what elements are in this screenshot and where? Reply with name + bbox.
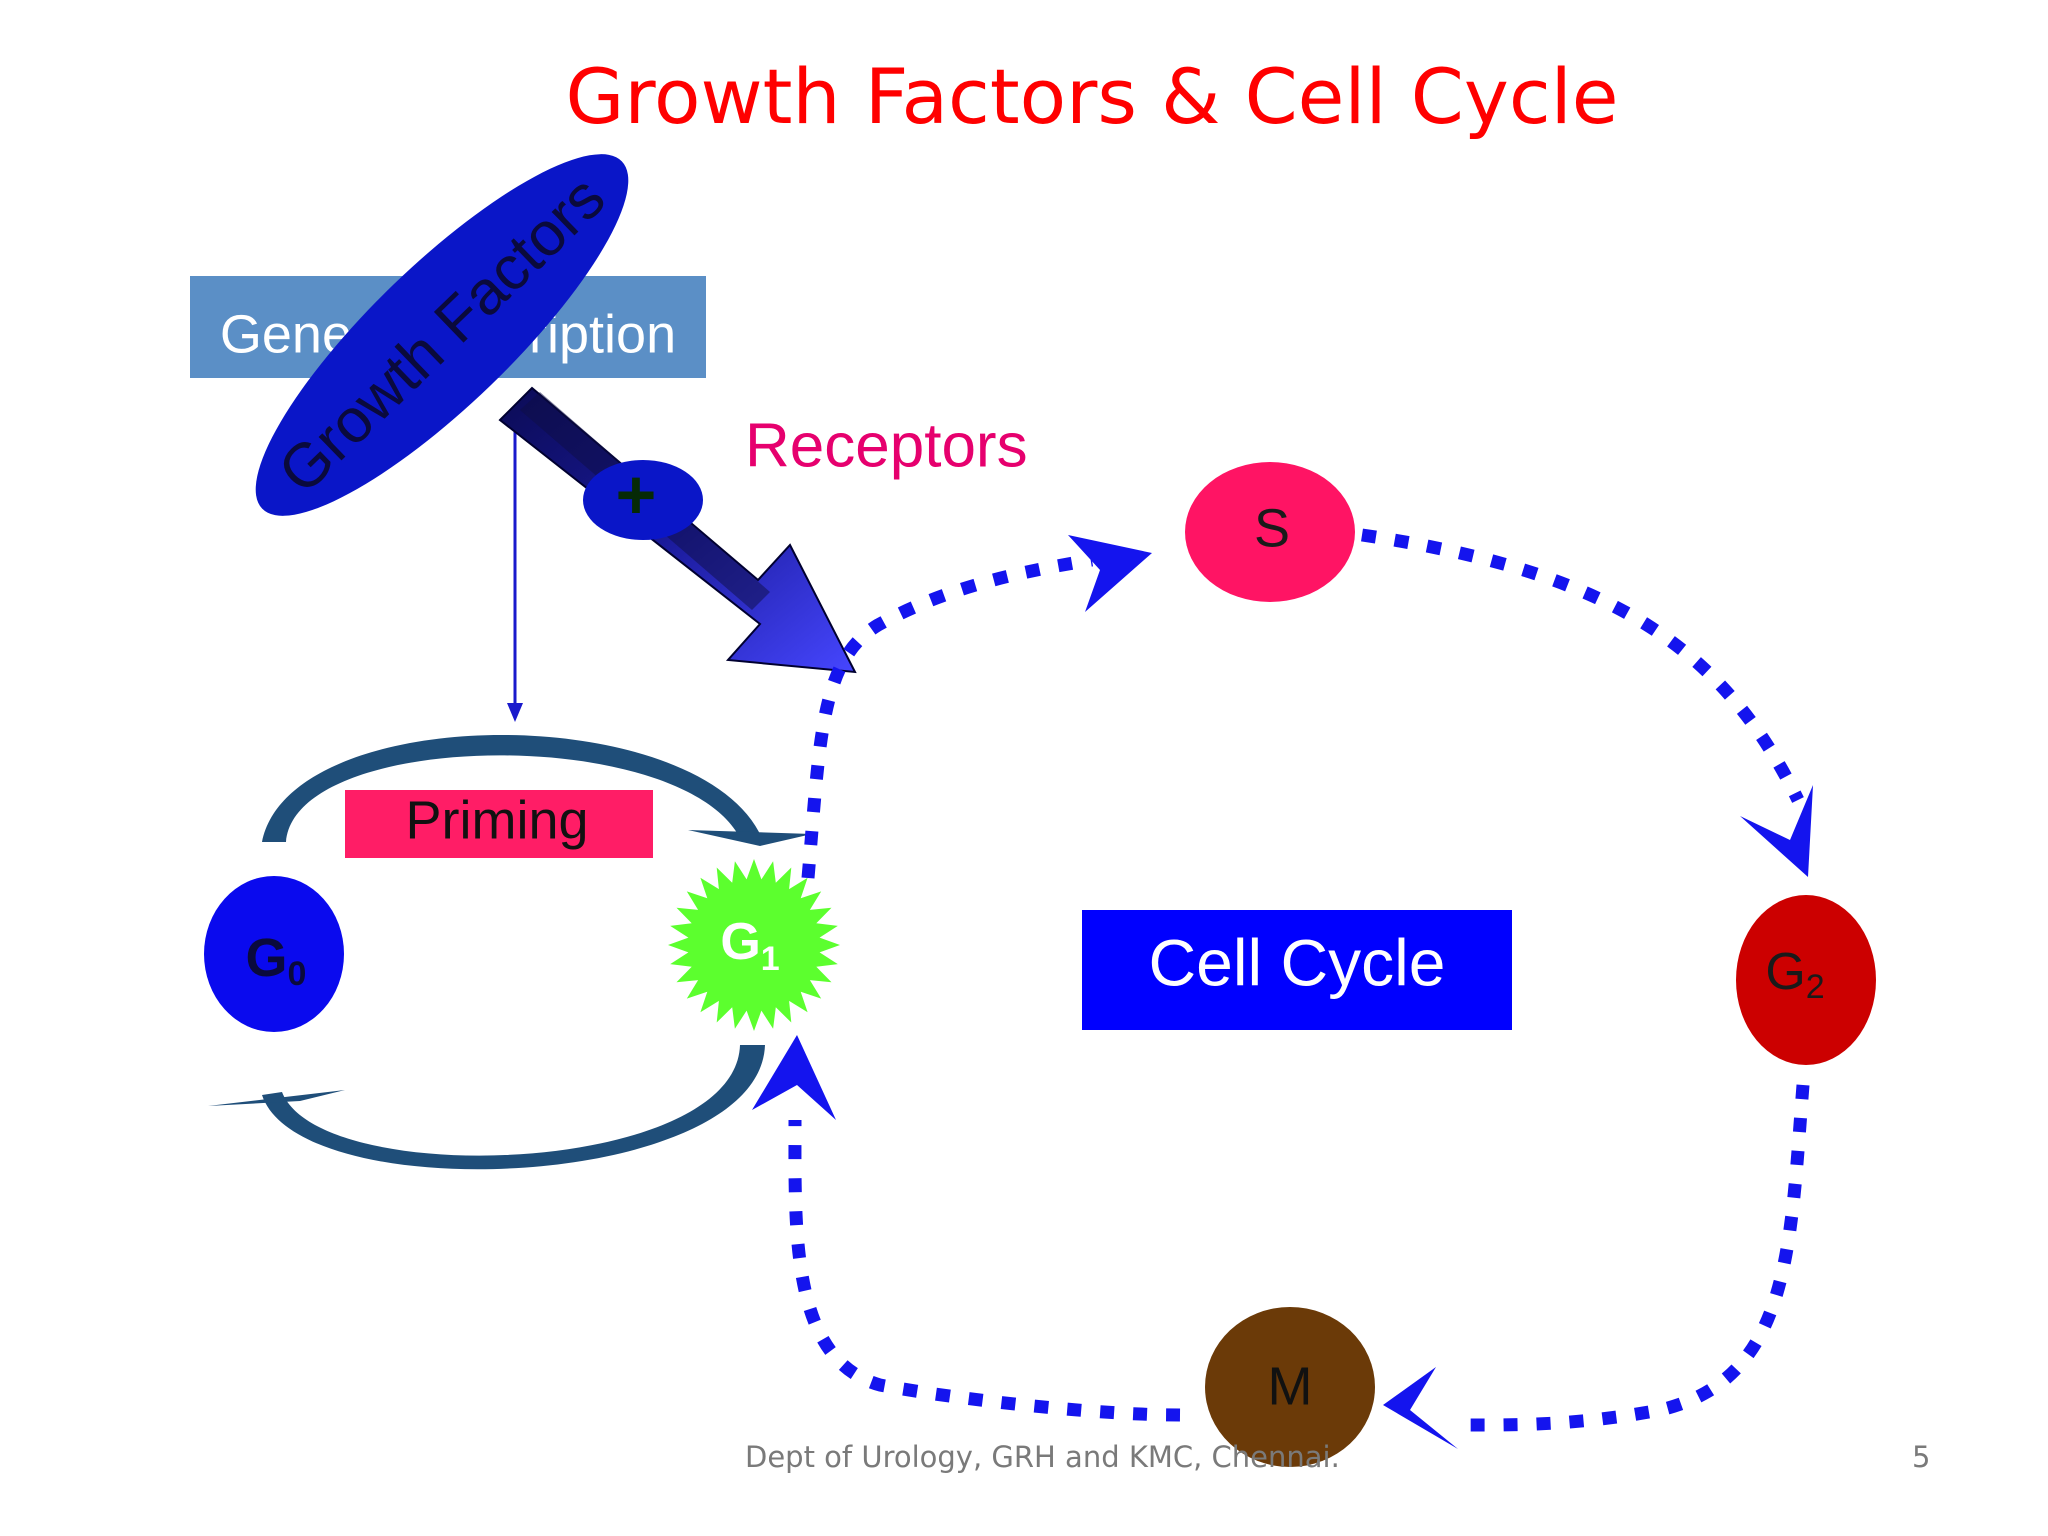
plus-symbol: +	[616, 455, 657, 533]
g2-letter: G	[1765, 943, 1805, 1001]
m-letter: M	[1268, 1356, 1313, 1416]
phase-g0: G0	[204, 876, 344, 1032]
g0-to-g1-curved-arrow	[262, 734, 812, 846]
g1-to-s-dotted-path	[801, 553, 1094, 879]
svg-text:G1: G1	[720, 913, 779, 978]
cycle-dotted-paths	[788, 528, 1810, 1432]
plus-ellipse	[583, 460, 703, 540]
arrowhead-to-m	[1383, 1367, 1458, 1449]
phase-g2: G2	[1736, 895, 1876, 1065]
phase-s: S	[1185, 462, 1355, 602]
g2-subscript: 2	[1806, 968, 1825, 1006]
slide-footer: Dept of Urology, GRH and KMC, Chennai.	[745, 1440, 1340, 1474]
g1-to-g0-curved-arrow	[208, 1045, 765, 1170]
transcription-arrow	[507, 425, 523, 722]
svg-text:G0: G0	[246, 928, 307, 993]
svg-text:G2: G2	[1765, 943, 1824, 1006]
cell-cycle-box	[1082, 910, 1512, 1030]
s-to-g2-dotted-path	[1361, 528, 1804, 803]
phase-g1: G1	[668, 859, 840, 1031]
arrowhead-to-s	[1068, 535, 1152, 612]
g1-letter: G	[720, 913, 760, 971]
m-to-g1-dotted-path	[788, 1119, 1181, 1422]
g2-to-m-dotted-path	[1469, 1084, 1810, 1432]
receptors-label: Receptors	[745, 411, 1028, 480]
page-number: 5	[1912, 1440, 1931, 1474]
cell-cycle-label: Cell Cycle	[1148, 925, 1445, 999]
g0-subscript: 0	[288, 955, 307, 993]
arrowhead-to-g2	[1740, 785, 1813, 877]
s-letter: S	[1254, 498, 1290, 558]
arrowhead-to-g1	[752, 1035, 836, 1120]
g1-subscript: 1	[761, 940, 780, 978]
phase-m: M	[1205, 1307, 1375, 1467]
slide-title: Growth Factors & Cell Cycle	[565, 52, 1619, 141]
priming-label: Priming	[405, 790, 588, 850]
priming-box	[345, 790, 653, 858]
g0-letter: G	[246, 928, 288, 988]
